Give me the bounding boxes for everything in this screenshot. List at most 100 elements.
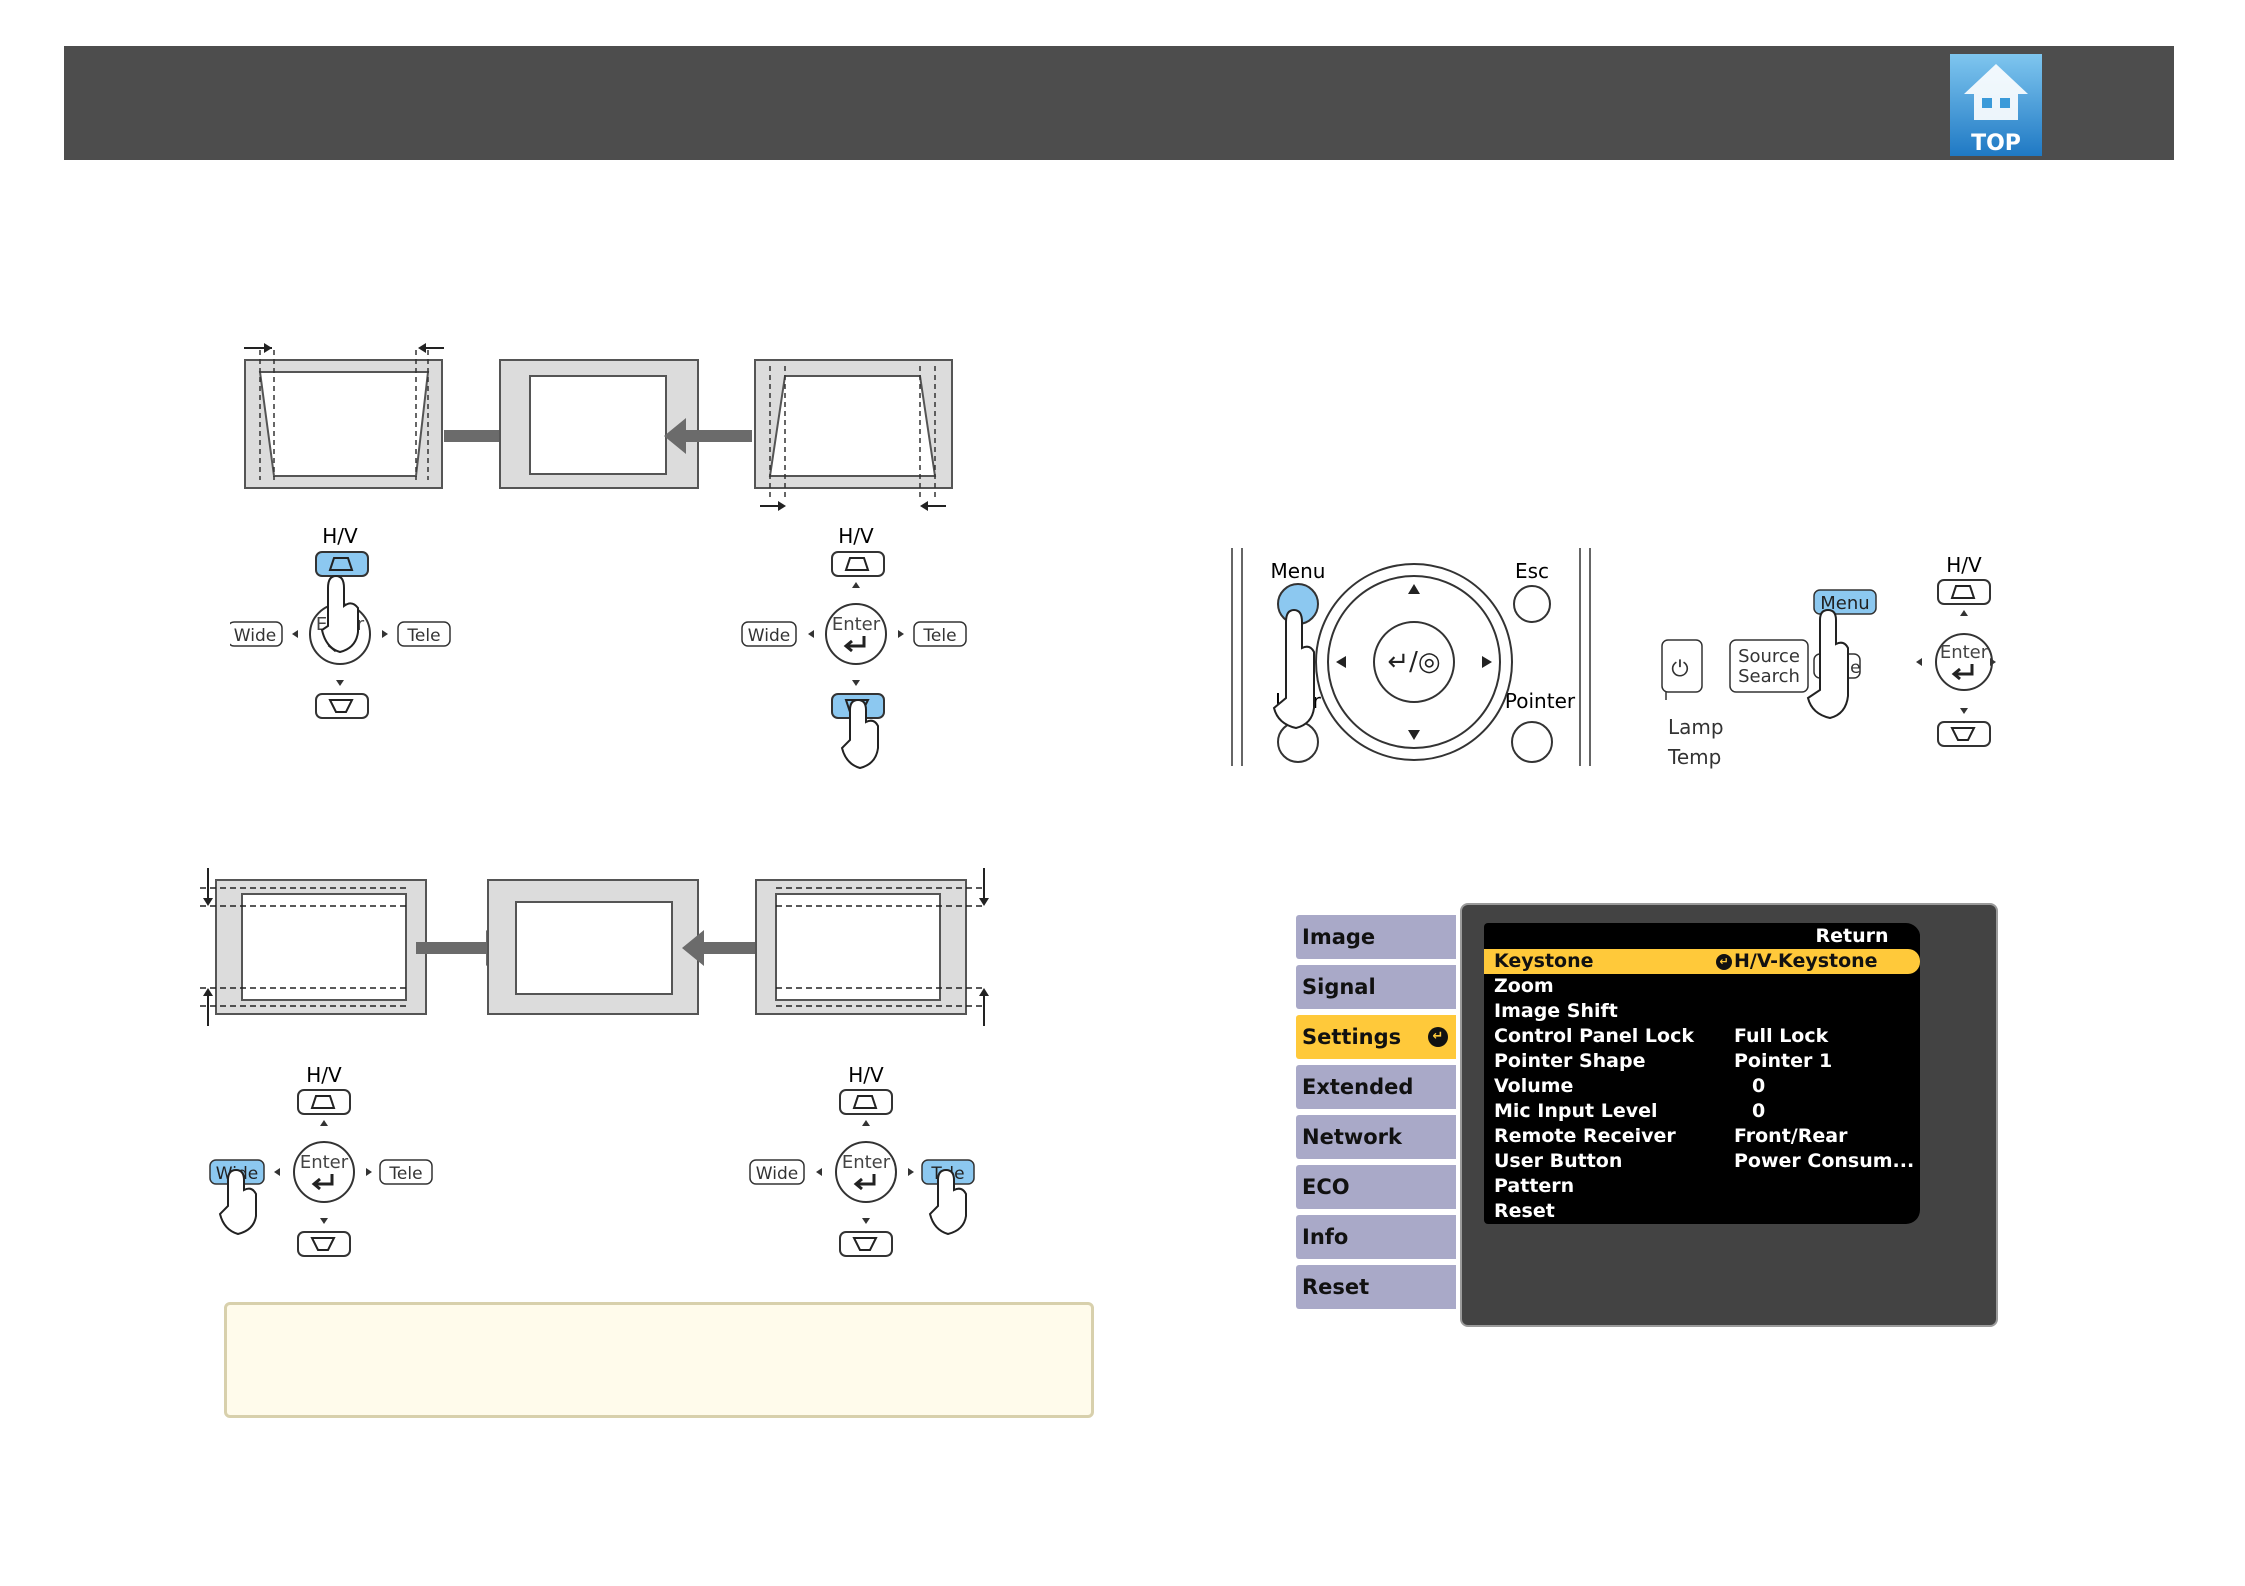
menu-remote-label: Menu bbox=[1820, 593, 1869, 614]
home-icon: TOP bbox=[1950, 54, 2042, 156]
menu-item-mic-input-level[interactable]: Mic Input Level 0 bbox=[1484, 1099, 1920, 1124]
top-label: TOP bbox=[1971, 131, 2021, 156]
source-search-button[interactable] bbox=[1729, 639, 1809, 693]
lamp-label: Lamp bbox=[1668, 715, 1724, 739]
power-button[interactable] bbox=[1661, 639, 1703, 693]
hv-up-button[interactable] bbox=[1937, 579, 1991, 605]
tele-button[interactable] bbox=[913, 621, 967, 647]
hv-label: H/V bbox=[838, 524, 874, 548]
tab-label: Image bbox=[1302, 925, 1376, 949]
tab-info[interactable]: Info bbox=[1296, 1215, 1456, 1259]
menu-item-value: Front/Rear bbox=[1734, 1125, 1848, 1147]
finger-icon bbox=[1806, 608, 1849, 720]
menu-item-value: Power Consum... bbox=[1734, 1150, 1915, 1172]
right-arrow-icon bbox=[1482, 656, 1492, 668]
v-keystone-diagram: H/V Enter Wide Tele H/V Enter bbox=[200, 868, 989, 1257]
tab-label: Info bbox=[1302, 1225, 1349, 1249]
tab-settings[interactable]: Settings↵ bbox=[1296, 1015, 1456, 1059]
return-button[interactable]: Return bbox=[1784, 925, 1920, 947]
osd-menu: Image Signal Settings↵ Extended Network … bbox=[1296, 903, 2000, 1327]
wide-label: Wide bbox=[756, 1164, 798, 1184]
enter-icon: ↵ bbox=[1428, 1027, 1448, 1047]
hv-up-button[interactable] bbox=[831, 551, 885, 577]
hv-up-button[interactable] bbox=[839, 1089, 893, 1115]
menu-item-label: User Button bbox=[1494, 1150, 1623, 1172]
tab-image[interactable]: Image bbox=[1296, 915, 1456, 959]
tab-extended[interactable]: Extended bbox=[1296, 1065, 1456, 1109]
source-label: Source bbox=[1738, 646, 1800, 667]
wide-button[interactable] bbox=[749, 1159, 805, 1185]
tab-eco[interactable]: ECO bbox=[1296, 1165, 1456, 1209]
remote-cluster-wide: H/V Enter Wide Tele bbox=[209, 1063, 433, 1257]
enter-label: Enter bbox=[842, 1152, 891, 1173]
menu-item-reset[interactable]: Reset bbox=[1484, 1199, 1920, 1224]
tab-label: Reset bbox=[1302, 1275, 1370, 1299]
header-bar bbox=[64, 46, 2174, 160]
pointer-button[interactable] bbox=[1511, 721, 1553, 763]
search-label: Search bbox=[1738, 666, 1800, 687]
hv-up-button[interactable] bbox=[297, 1089, 351, 1115]
tab-label: Signal bbox=[1302, 975, 1376, 999]
remote-cluster-tele: H/V Enter Wide Tele bbox=[749, 1063, 975, 1257]
wide-button[interactable] bbox=[741, 621, 797, 647]
enter-label: Enter bbox=[832, 614, 881, 635]
remote-cluster-hv-down: H/V Enter Wide Tele bbox=[741, 524, 967, 770]
keystone-frame-corrected bbox=[499, 359, 699, 489]
osd-item-list: Return Keystone ↵H/V-Keystone Zoom Image… bbox=[1484, 923, 1920, 1224]
tele-button[interactable] bbox=[379, 1159, 433, 1185]
wide-label: Wide bbox=[234, 626, 276, 646]
hv-up-button[interactable] bbox=[315, 551, 369, 577]
osd-panel: Return Keystone ↵H/V-Keystone Zoom Image… bbox=[1460, 903, 1998, 1327]
tele-button[interactable] bbox=[397, 621, 451, 647]
hv-down-button[interactable] bbox=[315, 693, 369, 719]
esc-label: Esc bbox=[1515, 559, 1549, 583]
menu-item-label: Mic Input Level bbox=[1494, 1100, 1658, 1122]
note-box bbox=[224, 1302, 1094, 1418]
menu-item-label: Pointer Shape bbox=[1494, 1050, 1646, 1072]
top-button[interactable]: TOP bbox=[1950, 54, 2042, 156]
finger-icon bbox=[320, 574, 359, 654]
tab-label: ECO bbox=[1302, 1175, 1350, 1199]
wide-button[interactable] bbox=[230, 621, 283, 647]
esc-button[interactable] bbox=[1513, 585, 1551, 623]
arrow-left bbox=[682, 930, 770, 966]
enter-icon: ↵ bbox=[1716, 953, 1732, 970]
tab-reset[interactable]: Reset bbox=[1296, 1265, 1456, 1309]
enter-button[interactable] bbox=[293, 1141, 355, 1203]
tab-signal[interactable]: Signal bbox=[1296, 965, 1456, 1009]
up-arrow-icon bbox=[1408, 584, 1420, 594]
menu-item-keystone[interactable]: Keystone ↵H/V-Keystone bbox=[1484, 949, 1920, 974]
hv-down-button[interactable] bbox=[297, 1231, 351, 1257]
menu-item-image-shift[interactable]: Image Shift bbox=[1484, 999, 1920, 1024]
menu-item-zoom[interactable]: Zoom bbox=[1484, 974, 1920, 999]
arrow-right bbox=[416, 930, 508, 966]
tab-network[interactable]: Network bbox=[1296, 1115, 1456, 1159]
hv-label: H/V bbox=[1946, 553, 1982, 577]
menu-remote-button[interactable] bbox=[1813, 589, 1877, 615]
hv-label: H/V bbox=[848, 1063, 884, 1087]
tele-label: Tele bbox=[922, 626, 956, 646]
menu-item-value: ↵H/V-Keystone bbox=[1716, 949, 1878, 974]
hv-down-button[interactable] bbox=[839, 1231, 893, 1257]
tele-label: Tele bbox=[406, 626, 440, 646]
menu-item-user-button[interactable]: User Button Power Consum... bbox=[1484, 1149, 1920, 1174]
enter-center-button[interactable] bbox=[1373, 621, 1455, 703]
tab-label: Network bbox=[1302, 1125, 1403, 1149]
menu-item-pattern[interactable]: Pattern bbox=[1484, 1174, 1920, 1199]
hv-label: H/V bbox=[306, 1063, 342, 1087]
enter-button[interactable] bbox=[835, 1141, 897, 1203]
hv-down-button[interactable] bbox=[1937, 721, 1991, 747]
menu-item-label: Volume bbox=[1494, 1075, 1574, 1097]
menu-item-value: 0 bbox=[1752, 1100, 1766, 1122]
down-arrow-icon bbox=[1408, 730, 1420, 740]
left-arrow-icon bbox=[1336, 656, 1346, 668]
wide-label: Wide bbox=[748, 626, 790, 646]
menu-item-label: Control Panel Lock bbox=[1494, 1025, 1694, 1047]
enter-button[interactable] bbox=[825, 603, 887, 665]
enter-label: Enter bbox=[300, 1152, 349, 1173]
